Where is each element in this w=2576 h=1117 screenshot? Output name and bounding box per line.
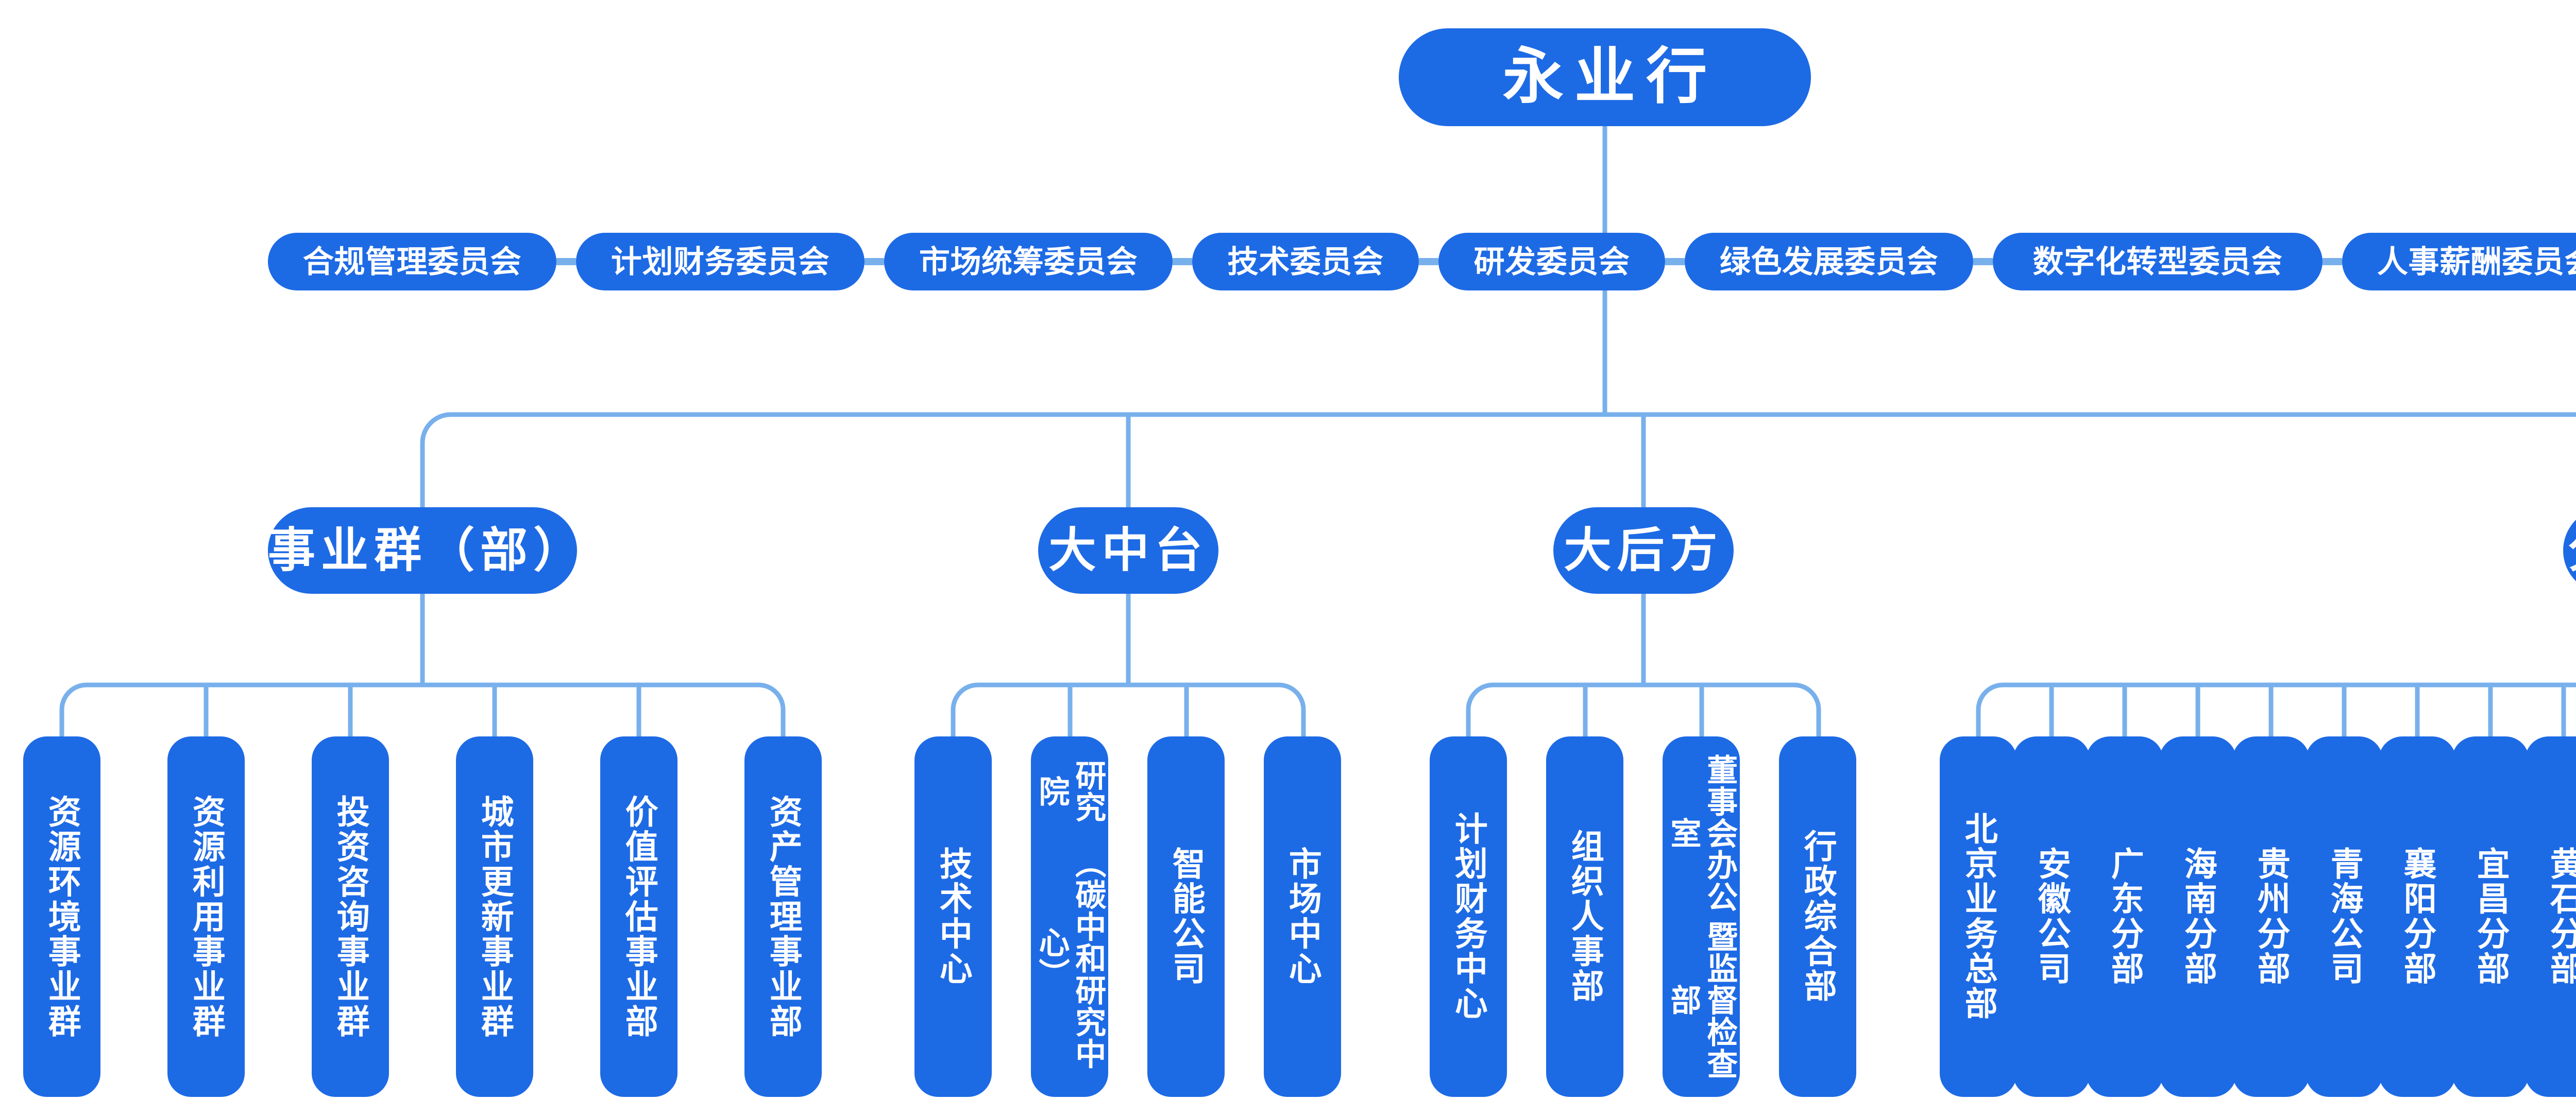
leaf-node-g4-2[interactable]: 安徽公司 — [2013, 736, 2090, 1097]
leaf-label: 投资咨询事业群 — [332, 794, 369, 1039]
leaf-label: 安徽公司 — [2033, 847, 2071, 987]
leaf-label-col2: 研究院 — [1035, 760, 1106, 823]
leaf-node-g1-2[interactable]: 资源利用事业群 — [167, 736, 245, 1097]
committee-label: 研发委员会 — [1473, 244, 1630, 279]
leaf-label: 价值评估事业部 — [620, 794, 658, 1039]
leaf-node-g2-3[interactable]: 智能公司 — [1147, 736, 1225, 1097]
group-header-3[interactable]: 大后方 — [1553, 507, 1734, 594]
leaf-label: 襄阳分部 — [2399, 847, 2436, 987]
committee-node-5[interactable]: 研发委员会 — [1438, 233, 1665, 290]
committee-node-6[interactable]: 绿色发展委员会 — [1685, 233, 1973, 290]
leaf-label: 宜昌分部 — [2472, 847, 2510, 987]
leaf-label: 青海公司 — [2326, 847, 2363, 987]
leaf-label: 市场中心 — [1284, 847, 1321, 987]
leaf-label: 资产管理事业部 — [765, 794, 802, 1039]
committee-label: 数字化转型委员会 — [2032, 244, 2283, 279]
leaf-node-g2-4[interactable]: 市场中心 — [1264, 736, 1341, 1097]
leaf-node-g4-7[interactable]: 襄阳分部 — [2379, 736, 2456, 1097]
leaf-label-two-column: （碳中和研究中心） 研究院 — [1033, 750, 1106, 1084]
committee-label: 合规管理委员会 — [302, 244, 522, 279]
leaf-node-g3-3[interactable]: 暨监督检查部董事会办公室 — [1663, 736, 1740, 1097]
group-header-1[interactable]: 事业群（部） — [268, 507, 587, 594]
leaf-node-g4-5[interactable]: 贵州分部 — [2232, 736, 2310, 1097]
leaf-node-g4-9[interactable]: 黄石分部 — [2525, 736, 2576, 1097]
root-label: 永业行 — [1502, 43, 1718, 111]
committee-node-8[interactable]: 人事薪酬委员会 — [2342, 233, 2576, 290]
committee-label: 技术委员会 — [1227, 244, 1384, 279]
committee-label: 计划财务委员会 — [611, 244, 830, 279]
leaf-label: 资源环境事业群 — [43, 794, 81, 1039]
leaf-label: 技术中心 — [935, 847, 972, 987]
leaf-label: 智能公司 — [1167, 847, 1205, 987]
leaf-node-g1-3[interactable]: 投资咨询事业群 — [312, 736, 389, 1097]
leaf-label-col1: 暨监督检查部 — [1666, 920, 1737, 1080]
committee-node-3[interactable]: 市场统筹委员会 — [884, 233, 1173, 290]
leaf-node-g4-8[interactable]: 宜昌分部 — [2452, 736, 2529, 1097]
group-header-4[interactable]: 分部（分公司） — [2563, 507, 2576, 594]
group-header-label: 事业群（部） — [268, 524, 587, 577]
leaf-node-g3-4[interactable]: 行政综合部 — [1779, 736, 1856, 1097]
committee-node-4[interactable]: 技术委员会 — [1192, 233, 1419, 290]
leaf-label: 广东分部 — [2106, 847, 2144, 987]
leaf-node-g3-1[interactable]: 计划财务中心 — [1430, 736, 1507, 1097]
leaf-label-two-column: 暨监督检查部董事会办公室 — [1665, 750, 1738, 1084]
committee-label: 市场统筹委员会 — [919, 244, 1138, 279]
leaf-label: 计划财务中心 — [1450, 812, 1487, 1022]
leaf-label: 城市更新事业群 — [476, 794, 514, 1039]
leaf-node-g2-2[interactable]: （碳中和研究中心） 研究院 — [1031, 736, 1108, 1097]
leaf-node-g1-5[interactable]: 价值评估事业部 — [600, 736, 677, 1097]
leaf-node-g1-6[interactable]: 资产管理事业部 — [744, 736, 822, 1097]
leaf-node-g4-3[interactable]: 广东分部 — [2086, 736, 2163, 1097]
leaf-label: 组织人事部 — [1566, 829, 1604, 1004]
leaf-label: 海南分部 — [2179, 847, 2217, 987]
committee-label: 人事薪酬委员会 — [2377, 244, 2576, 279]
committee-label: 绿色发展委员会 — [1719, 244, 1939, 279]
committee-node-7[interactable]: 数字化转型委员会 — [1993, 233, 2323, 290]
leaf-label: 黄石分部 — [2545, 847, 2576, 987]
group-header-label: 大中台 — [1048, 524, 1208, 577]
leaf-label: 资源利用事业群 — [188, 794, 225, 1039]
leaf-label-col2: 董事会办公室 — [1666, 753, 1737, 913]
leaf-node-g1-4[interactable]: 城市更新事业群 — [456, 736, 533, 1097]
leaf-node-g4-1[interactable]: 北京业务总部 — [1940, 736, 2017, 1097]
group-header-label: 分部（分公司） — [2568, 526, 2576, 576]
group-header-label: 大后方 — [1564, 524, 1723, 577]
leaf-node-g2-1[interactable]: 技术中心 — [914, 736, 992, 1097]
committee-node-2[interactable]: 计划财务委员会 — [576, 233, 865, 290]
leaf-node-g1-1[interactable]: 资源环境事业群 — [23, 736, 100, 1097]
leaf-label-col1: （碳中和研究中心） — [1035, 847, 1106, 1070]
committee-node-1[interactable]: 合规管理委员会 — [268, 233, 556, 290]
leaf-label: 北京业务总部 — [1960, 812, 1997, 1022]
root-node[interactable]: 永业行 — [1399, 28, 1811, 126]
leaf-node-g4-6[interactable]: 青海公司 — [2306, 736, 2383, 1097]
leaf-node-g3-2[interactable]: 组织人事部 — [1546, 736, 1623, 1097]
leaf-label: 行政综合部 — [1799, 829, 1837, 1004]
leaf-node-g4-4[interactable]: 海南分部 — [2159, 736, 2236, 1097]
group-header-2[interactable]: 大中台 — [1038, 507, 1218, 594]
leaf-label: 贵州分部 — [2252, 847, 2290, 987]
